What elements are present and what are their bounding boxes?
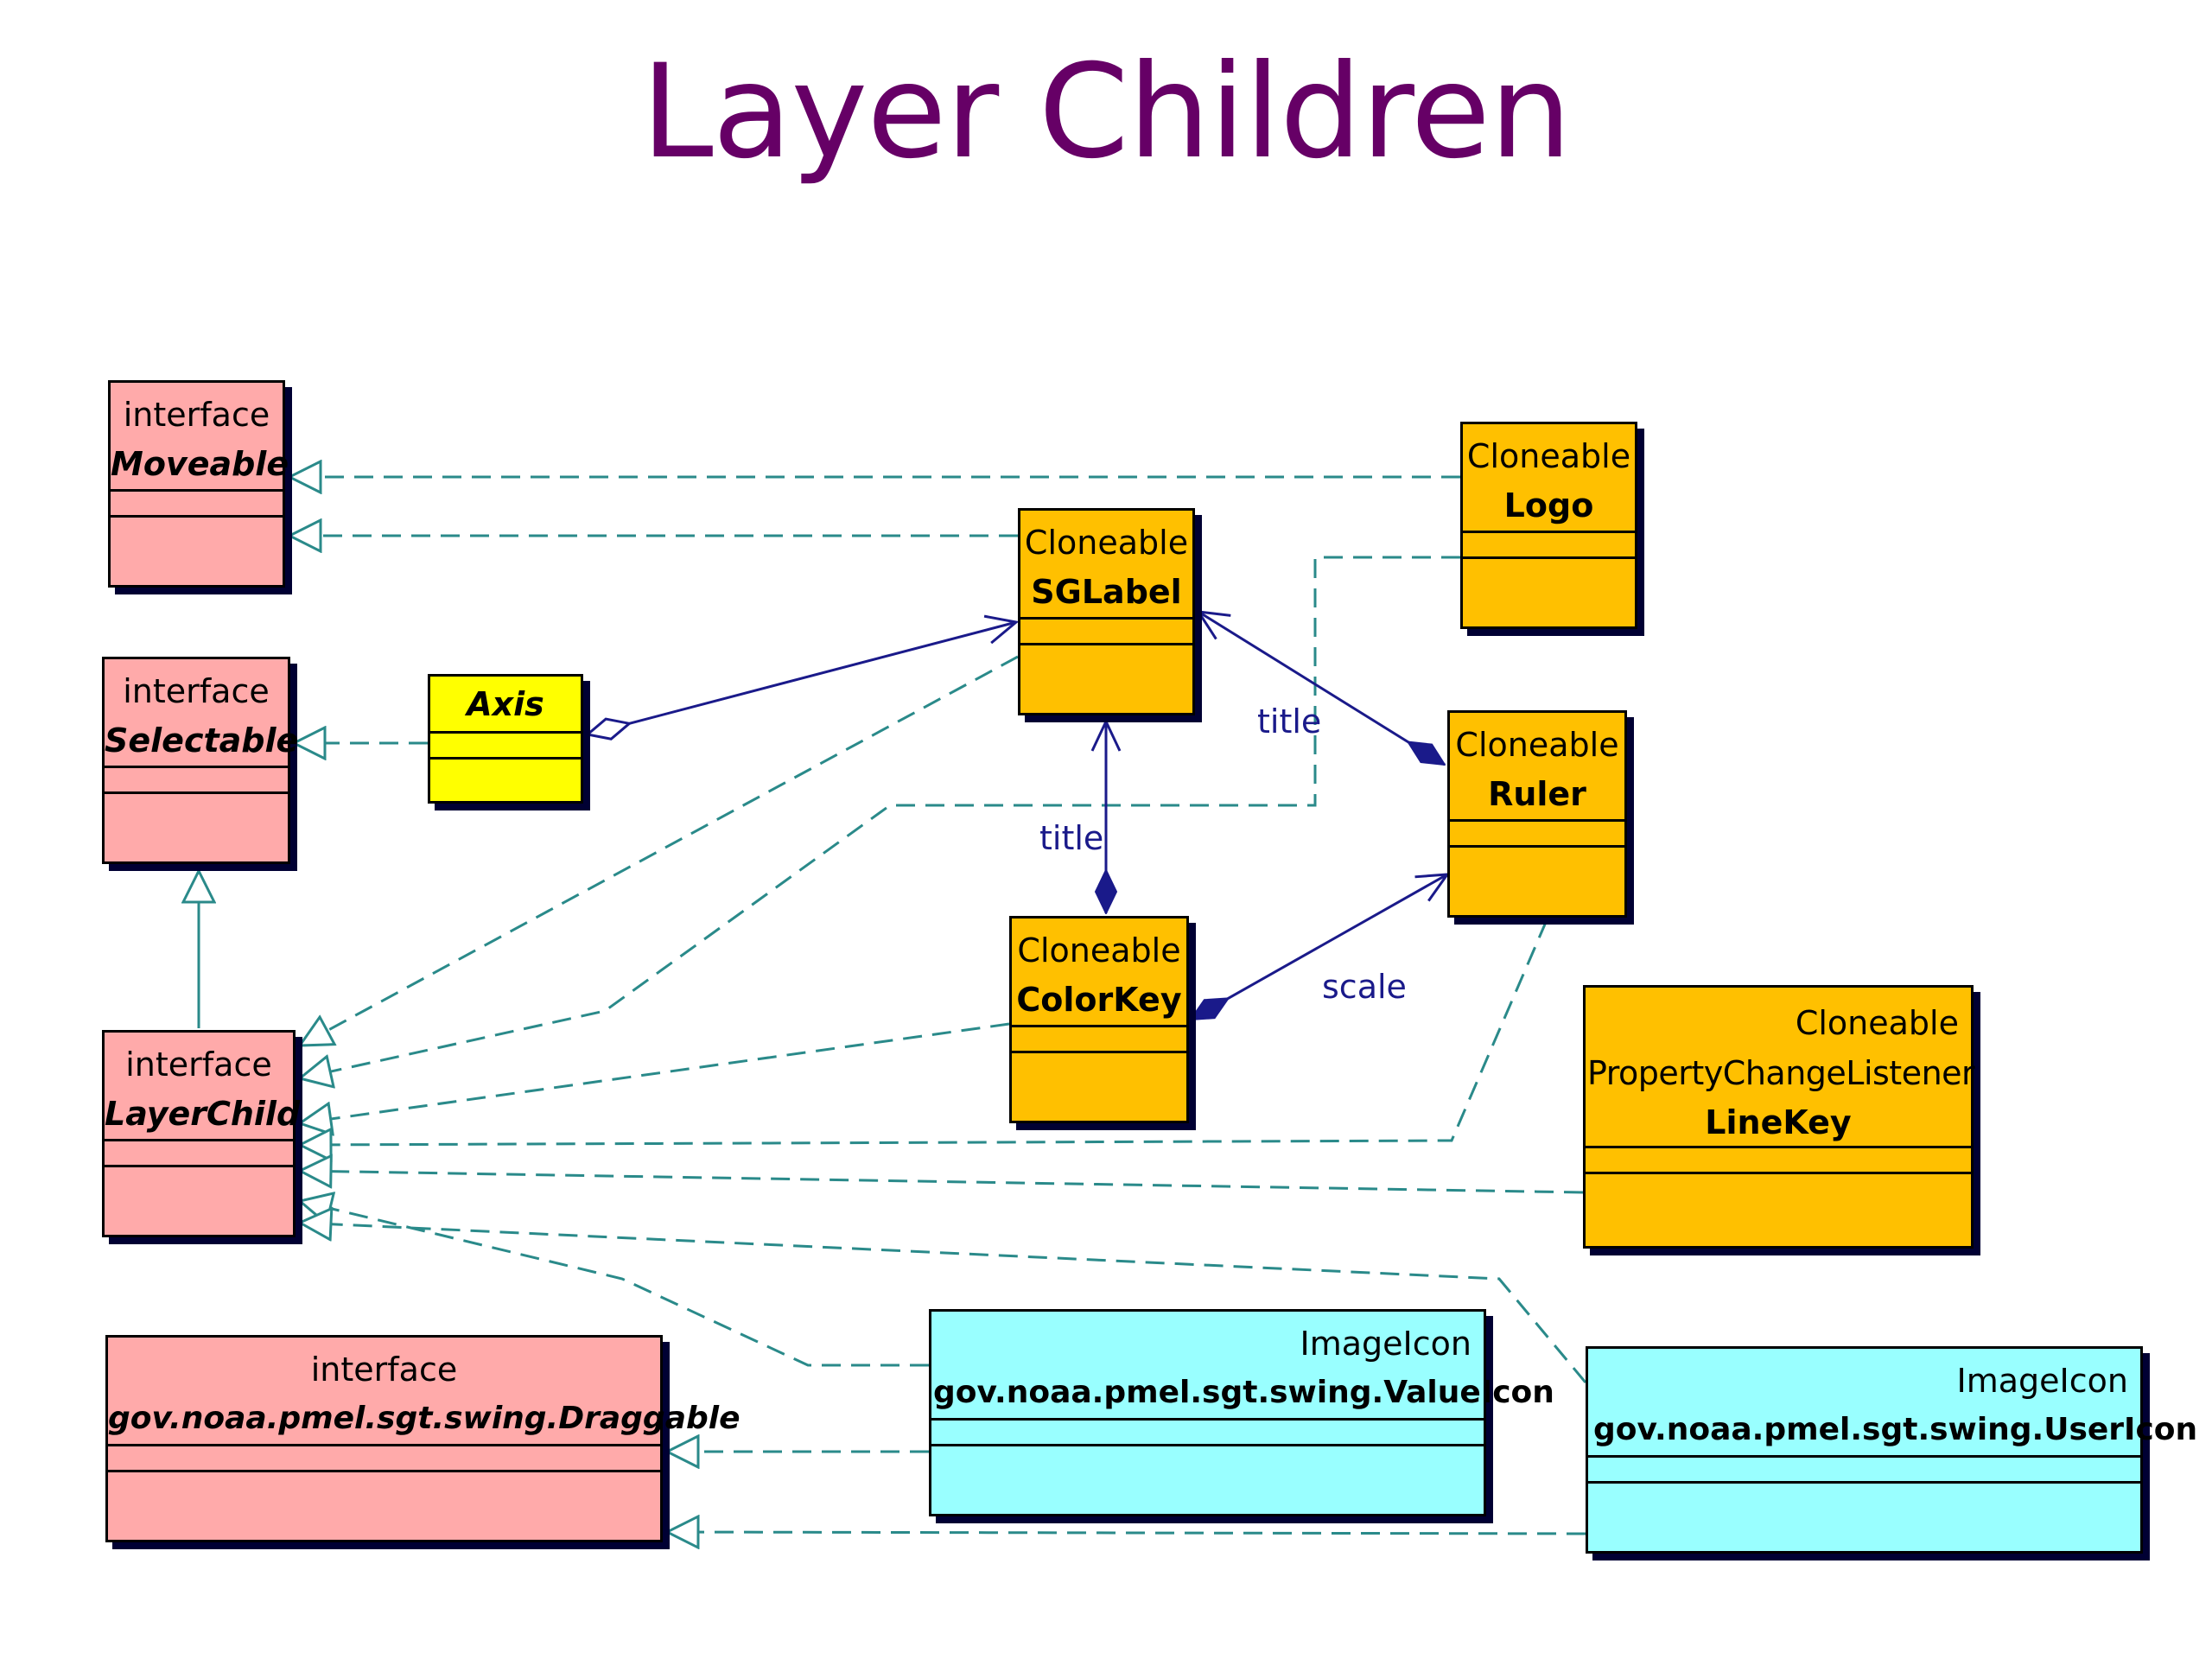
- attributes-compartment: [1588, 1458, 2140, 1484]
- class-box-moveable[interactable]: interface Moveable: [108, 380, 289, 588]
- class-header: interface gov.noaa.pmel.sgt.swing.Dragga…: [108, 1338, 741, 1446]
- class-box-draggable[interactable]: interface gov.noaa.pmel.sgt.swing.Dragga…: [105, 1335, 741, 1542]
- class-name: LineKey: [1705, 1103, 1852, 1141]
- class-name: gov.noaa.pmel.sgt.swing.Draggable: [108, 1401, 741, 1436]
- attributes-compartment: [1450, 822, 1624, 848]
- class-box-selectable[interactable]: interface Selectable: [102, 657, 299, 864]
- class-name: gov.noaa.pmel.sgt.swing.UserIcon: [1593, 1412, 2198, 1447]
- class-header: interface Selectable: [105, 659, 299, 768]
- attributes-compartment: [105, 768, 288, 794]
- attributes-compartment: [111, 492, 283, 518]
- colorkey-ruler-association: [1191, 874, 1447, 1021]
- stereotype-label: Cloneable: [1017, 931, 1181, 969]
- class-header: Cloneable PropertyChangeListener LineKey: [1586, 988, 1975, 1148]
- class-name: Ruler: [1488, 775, 1586, 813]
- stereotype-label: ImageIcon: [1956, 1362, 2128, 1400]
- class-header: Cloneable Logo: [1463, 424, 1635, 533]
- class-header: Cloneable Ruler: [1450, 713, 1624, 822]
- class-header: Axis: [430, 677, 581, 734]
- colorkey-realizes-layerchild: [300, 1022, 1010, 1123]
- stereotype-label: interface: [125, 1046, 272, 1084]
- attributes-compartment: [1463, 533, 1635, 559]
- attributes-compartment: [1020, 620, 1192, 645]
- stereotype-label: Cloneable: [1455, 726, 1619, 764]
- stereotype-label-propertychangelistener: PropertyChangeListener: [1587, 1054, 1975, 1092]
- logo-realizes-layerchild: [300, 556, 1460, 1078]
- valueicon-realizes-layerchild: [300, 1201, 929, 1367]
- attributes-compartment: [108, 1446, 660, 1472]
- class-name: ColorKey: [1016, 981, 1182, 1019]
- association-label-title-colorkey: title: [1039, 819, 1104, 857]
- stereotype-label: Cloneable: [1466, 437, 1631, 475]
- attributes-compartment: [1012, 1027, 1186, 1053]
- class-header: Cloneable SGLabel: [1020, 511, 1192, 620]
- class-box-layerchild[interactable]: interface LayerChild: [102, 1030, 301, 1237]
- linekey-realizes-layerchild: [300, 1171, 1584, 1194]
- class-box-axis[interactable]: Axis: [428, 674, 583, 804]
- class-name: gov.noaa.pmel.sgt.swing.ValueIcon: [933, 1375, 1554, 1410]
- class-name: Axis: [467, 685, 544, 723]
- slide-title: Layer Children: [641, 37, 1572, 188]
- class-name: SGLabel: [1031, 573, 1182, 611]
- ruler-realizes-layerchild: [300, 919, 1548, 1145]
- axis-sglabel-association: [588, 622, 1016, 734]
- class-header: interface Moveable: [111, 383, 289, 492]
- attributes-compartment: [105, 1141, 293, 1167]
- stereotype-label: interface: [123, 672, 270, 710]
- class-header: Cloneable ColorKey: [1012, 918, 1186, 1027]
- class-header: interface LayerChild: [105, 1033, 301, 1141]
- class-name: Moveable: [111, 445, 289, 483]
- class-name: Logo: [1503, 486, 1594, 524]
- class-box-linekey[interactable]: Cloneable PropertyChangeListener LineKey: [1583, 985, 1975, 1249]
- attributes-compartment: [430, 734, 581, 760]
- class-box-usericon[interactable]: ImageIcon gov.noaa.pmel.sgt.swing.UserIc…: [1586, 1346, 2198, 1554]
- stereotype-label: interface: [310, 1351, 458, 1389]
- stereotype-label: interface: [123, 396, 270, 434]
- association-label-title-ruler: title: [1257, 702, 1322, 741]
- stereotype-label: Cloneable: [1024, 524, 1189, 562]
- class-header: ImageIcon gov.noaa.pmel.sgt.swing.UserIc…: [1588, 1349, 2198, 1458]
- usericon-realizes-draggable: [667, 1532, 1586, 1534]
- class-header: ImageIcon gov.noaa.pmel.sgt.swing.ValueI…: [931, 1312, 1554, 1421]
- attributes-compartment: [931, 1421, 1484, 1446]
- class-box-logo[interactable]: Cloneable Logo: [1460, 422, 1637, 629]
- usericon-realizes-layerchild: [300, 1223, 1587, 1383]
- class-box-valueicon[interactable]: ImageIcon gov.noaa.pmel.sgt.swing.ValueI…: [929, 1309, 1554, 1516]
- class-name: LayerChild: [105, 1095, 301, 1133]
- stereotype-label-cloneable: Cloneable: [1795, 1004, 1959, 1042]
- class-box-ruler[interactable]: Cloneable Ruler: [1447, 710, 1627, 918]
- stereotype-label: ImageIcon: [1300, 1325, 1471, 1363]
- attributes-compartment: [1586, 1148, 1971, 1174]
- ruler-sglabel-association: [1198, 612, 1445, 766]
- class-box-sglabel[interactable]: Cloneable SGLabel: [1018, 508, 1195, 715]
- association-label-scale: scale: [1322, 968, 1407, 1006]
- class-box-colorkey[interactable]: Cloneable ColorKey: [1009, 916, 1189, 1123]
- class-name: Selectable: [105, 721, 299, 760]
